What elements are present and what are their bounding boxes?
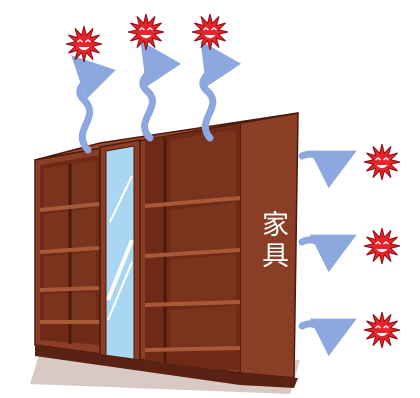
red-starburst-face-icon xyxy=(192,14,228,50)
right-shelf-section xyxy=(145,124,240,370)
red-starburst-face-icon xyxy=(364,312,400,348)
mirror-door xyxy=(100,140,140,368)
red-starburst-face-icon xyxy=(66,26,102,62)
red-starburst-face-icon xyxy=(128,14,164,50)
wavy-emission-arrow-icon xyxy=(80,70,90,150)
red-starburst-face-icon xyxy=(364,228,400,264)
left-shelf-section xyxy=(40,155,100,345)
wavy-emission-arrow-icon xyxy=(302,154,338,162)
wavy-emission-arrow-icon xyxy=(143,58,154,138)
red-starburst-face-icon xyxy=(364,144,400,180)
wavy-emission-arrow-icon xyxy=(302,240,338,246)
wavy-emission-arrow-icon xyxy=(302,324,338,330)
furniture-label: 家具 xyxy=(249,210,289,272)
